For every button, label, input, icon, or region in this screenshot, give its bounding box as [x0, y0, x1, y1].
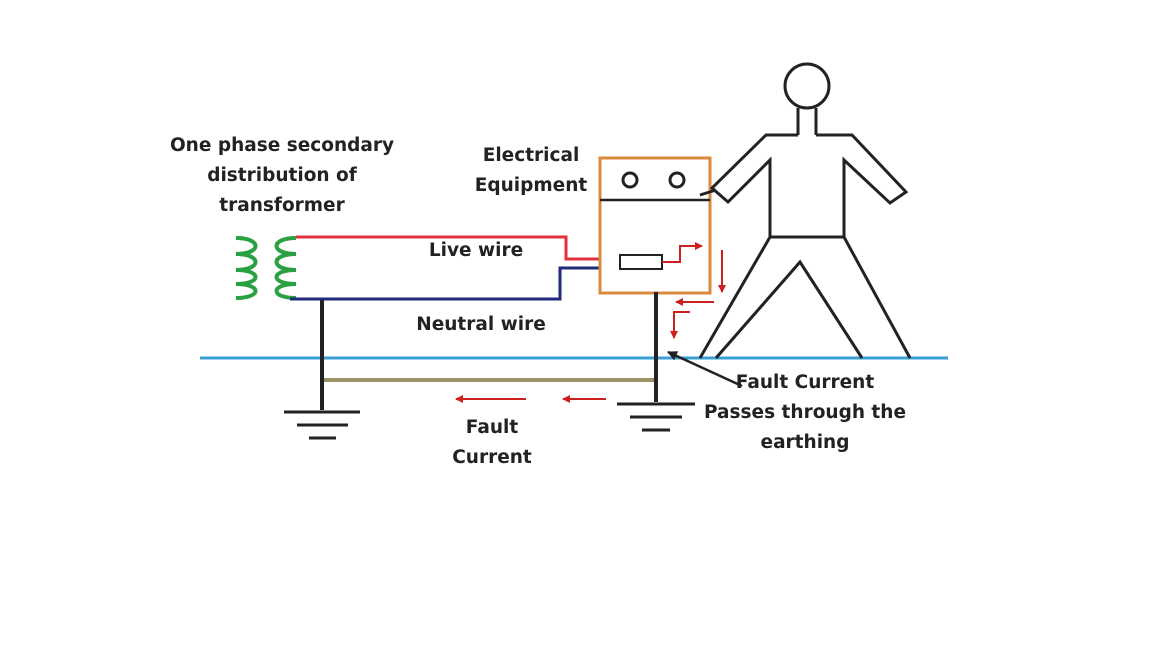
live-wire [296, 235, 620, 261]
equipment-knob-right [668, 171, 686, 189]
neutral-wire-label: Neutral wire [416, 314, 546, 335]
person-touch-point [699, 188, 717, 197]
equipment-fuse [619, 254, 663, 270]
equipment-earth-symbol [617, 402, 695, 432]
transformer-label: One phase secondary distribution of tran… [169, 135, 395, 216]
equipment-label: Electrical Equipment [474, 145, 588, 196]
neutral-wire [290, 266, 620, 301]
equipment-box [598, 156, 712, 295]
fault-current-earthing-label: Fault Current Passes through the earthin… [703, 372, 906, 453]
fault-current-label: Fault Current [452, 417, 532, 468]
transformer-icon [235, 236, 297, 300]
live-wire-label: Live wire [428, 240, 524, 261]
fault-current-path-arrows [662, 242, 726, 339]
person-icon [698, 62, 912, 359]
equipment-knob-left [621, 171, 639, 189]
transformer-earth-symbol [284, 410, 360, 440]
earthing-pointer-arrow [667, 350, 743, 388]
